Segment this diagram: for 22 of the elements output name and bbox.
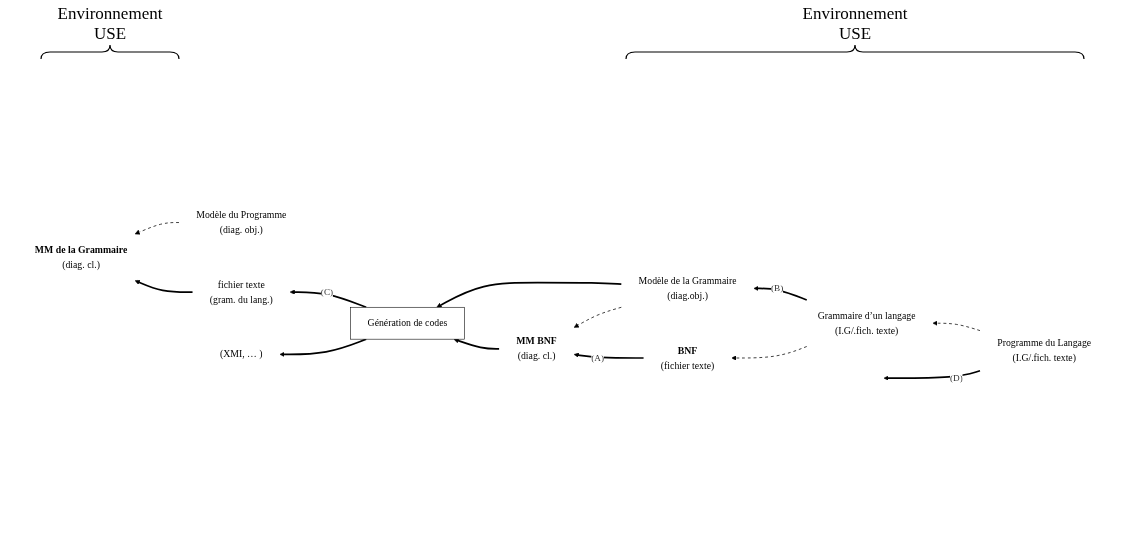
node-text: Modèle de la Grammaire (diag.obj.) <box>638 275 737 301</box>
node-text: MM de la Grammaire (diag. cl.) <box>34 243 127 270</box>
edge-label: (B) <box>770 282 783 293</box>
node-text: BNF (fichier texte) <box>660 344 714 371</box>
environment-label: Environnement USE <box>801 4 909 44</box>
node-text: Grammaire d’un langage (I.G/.fich. texte) <box>817 309 915 336</box>
arrow <box>453 337 500 350</box>
arrow <box>436 281 622 307</box>
node-text: fichier texte (gram. du lang.) <box>209 278 273 305</box>
node-text: MM BNF (diag. cl.) <box>515 335 557 361</box>
arrow <box>573 352 644 359</box>
arrow <box>134 279 193 293</box>
arrow <box>279 337 367 357</box>
node-text: (XMI, … ) <box>219 348 263 360</box>
edge-label: (C) <box>320 286 333 297</box>
arrow <box>883 369 981 381</box>
node-text: Modèle du Programme (diag. obj.) <box>195 209 286 235</box>
node-text: Programme du Langage (I.G/.fich. texte) <box>996 337 1091 363</box>
edge-label: (D) <box>949 372 963 383</box>
environment-label: Environnement USE <box>56 4 164 44</box>
edge-label: (A) <box>590 352 604 363</box>
node-box: Génération de codes <box>349 306 465 339</box>
